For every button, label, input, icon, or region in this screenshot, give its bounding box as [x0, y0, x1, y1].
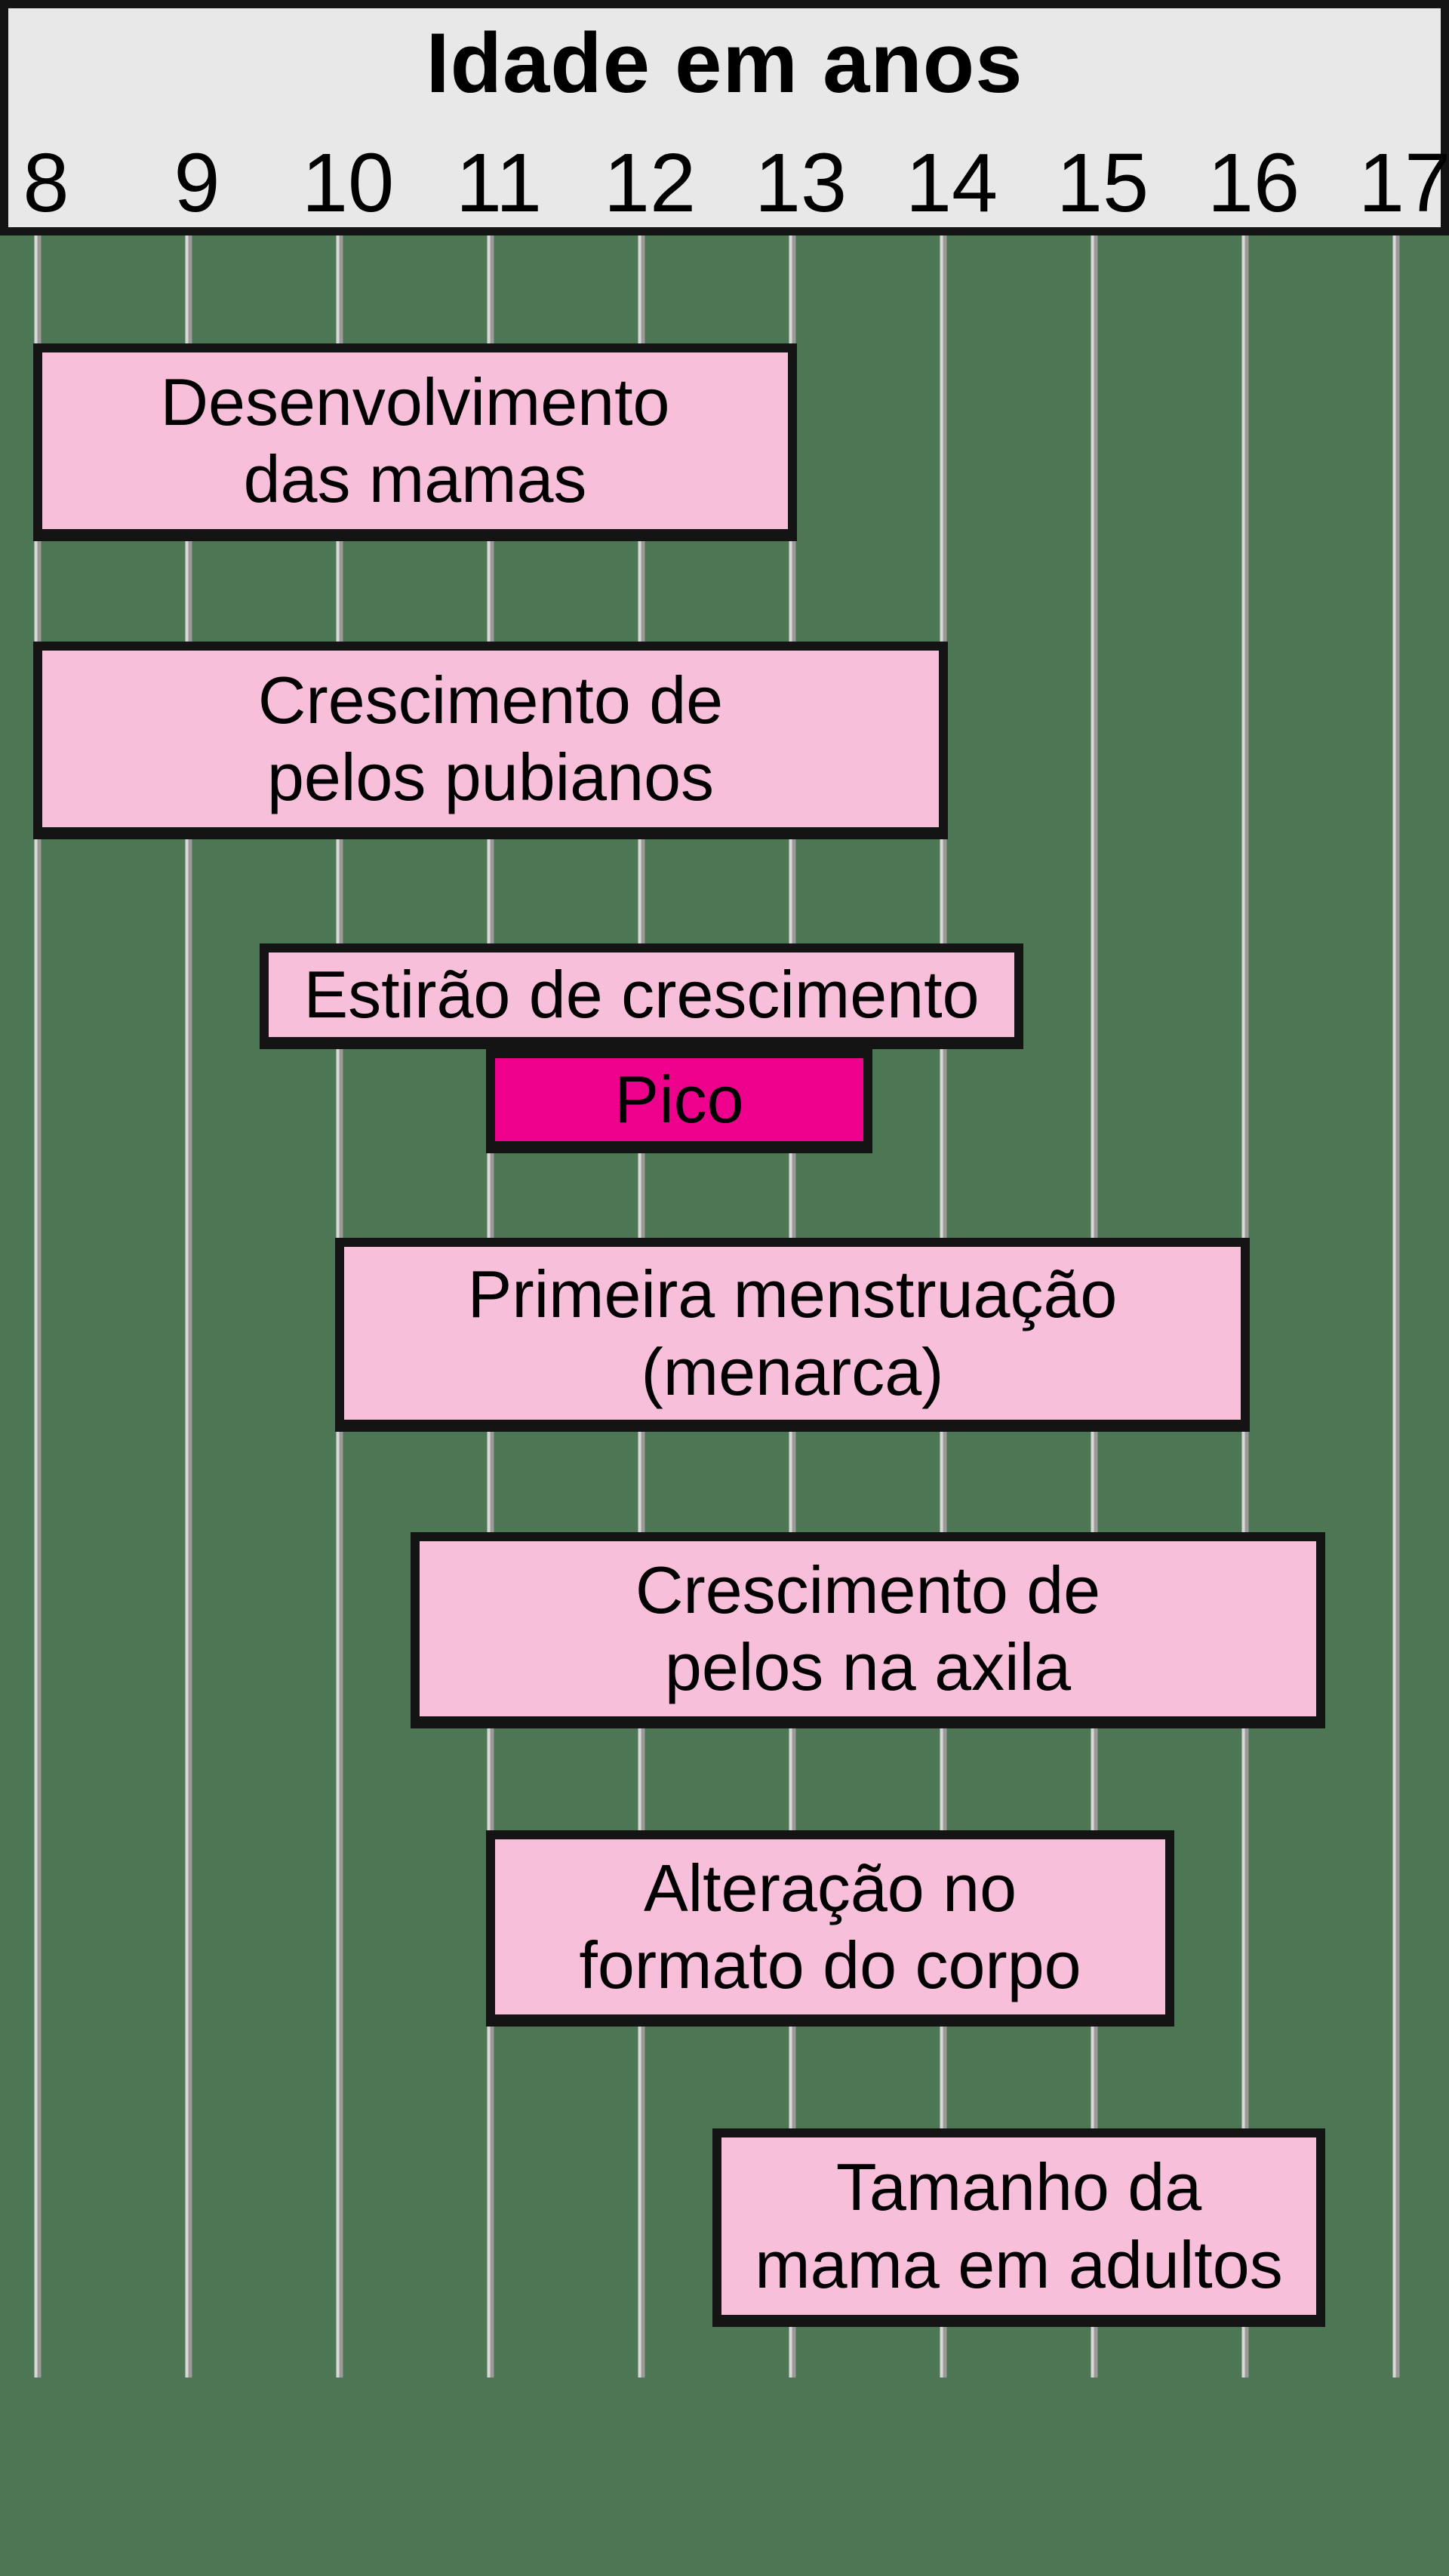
age-gridline	[1392, 235, 1400, 2377]
bar-label: Tamanho da	[835, 2150, 1202, 2225]
bar-label: Pico	[614, 1061, 744, 1137]
chart-title: Idade em anos	[426, 16, 1023, 110]
bar-label: Desenvolvimento	[160, 364, 670, 439]
bar-label: pelos pubianos	[266, 740, 715, 814]
bar-label: formato do corpo	[579, 1928, 1081, 2002]
bar-label: pelos na axila	[664, 1630, 1072, 1704]
bar-label: (menarca)	[641, 1334, 944, 1409]
axis-tick-label: 11	[455, 137, 543, 229]
axis-tick-label: 12	[603, 137, 697, 229]
bar-label: Estirão de crescimento	[303, 956, 980, 1032]
bar-label: Alteração no	[643, 1850, 1017, 1925]
age-gridline	[185, 235, 192, 2377]
axis-header: Idade em anos 8 9 10 11 12 13 14 15 16 17	[0, 0, 1449, 235]
axis-tick-label: 10	[301, 137, 395, 229]
axis-tick-label: 15	[1056, 137, 1149, 229]
axis-tick-label: 8	[23, 137, 69, 229]
age-gridline	[34, 235, 42, 2377]
bar-label: Primeira menstruação	[467, 1257, 1118, 1332]
axis-tick-label: 17	[1358, 137, 1449, 229]
timeline-bar: Estirão de crescimento	[260, 943, 1023, 1049]
axis-tick-label: 16	[1207, 137, 1300, 229]
bar-label: Crescimento de	[257, 662, 724, 737]
axis-tick-label: 13	[754, 137, 848, 229]
bar-label: mama em adultos	[755, 2227, 1283, 2302]
axis-tick-label: 14	[905, 137, 998, 229]
axis-tick-label: 9	[174, 137, 220, 229]
bar-label: das mamas	[243, 442, 587, 516]
timeline-bar: Primeira menstruação(menarca)	[335, 1238, 1250, 1432]
bar-peak: Pico	[486, 1049, 872, 1153]
bar-label: Crescimento de	[635, 1552, 1101, 1627]
